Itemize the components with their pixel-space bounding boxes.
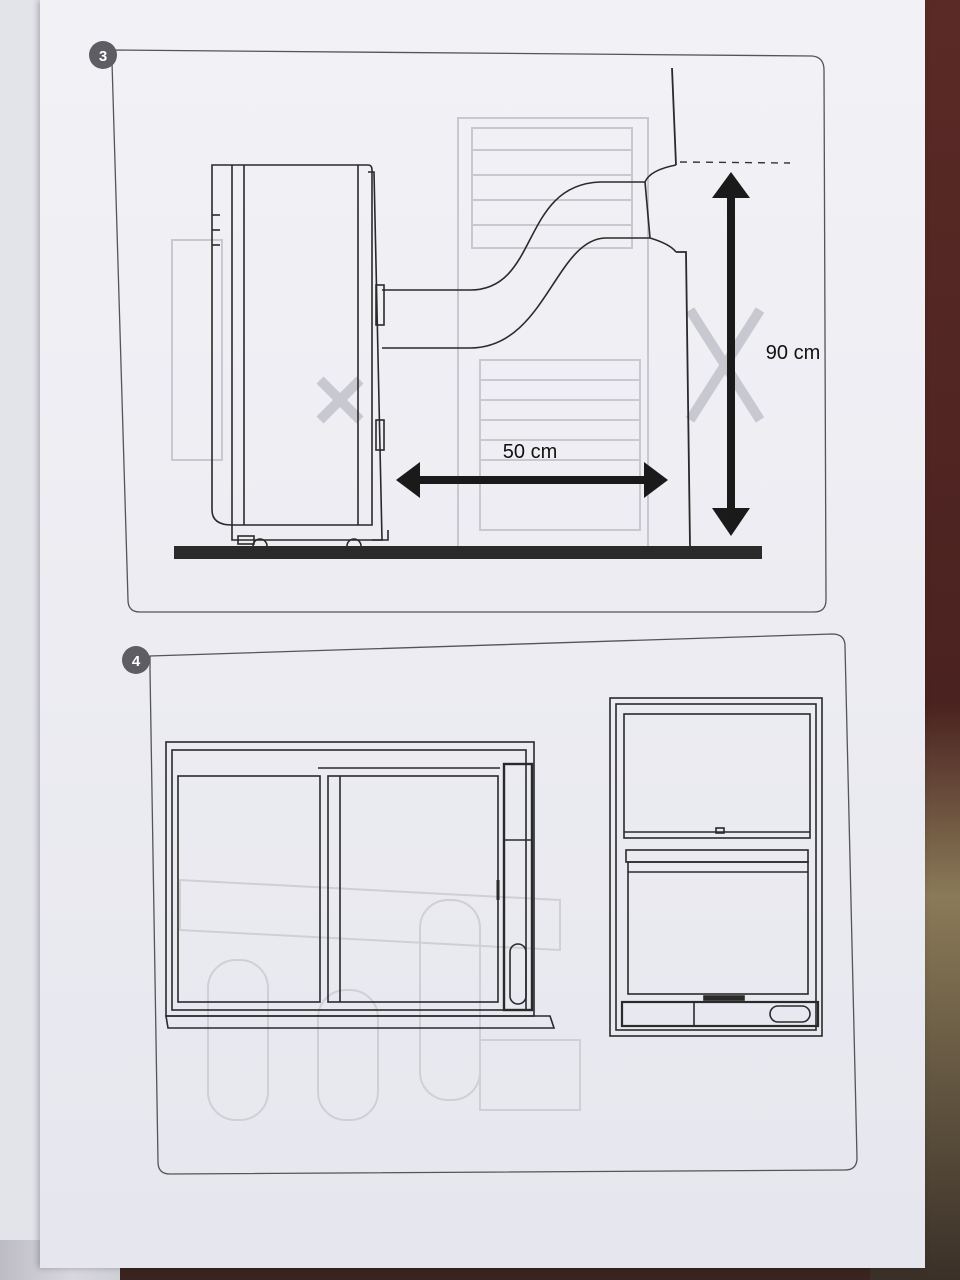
height-marker-dashed <box>679 161 791 164</box>
step-3-badge <box>89 41 117 69</box>
step-3-faded-window <box>171 117 765 549</box>
height-label-90cm: 90 cm <box>766 342 820 364</box>
floor-line <box>174 546 762 559</box>
step-4-badge <box>122 646 150 674</box>
height-arrow-90cm <box>712 172 750 536</box>
step-3-panel: 3 <box>89 41 827 613</box>
manual-page <box>40 0 925 1268</box>
step-4-number: 4 <box>132 653 141 670</box>
step-4-panel: 4 <box>122 633 858 1175</box>
exhaust-hose <box>382 164 677 349</box>
air-conditioner-unit <box>211 164 389 554</box>
distance-arrow-50cm <box>396 462 668 498</box>
step-3-frame <box>111 49 827 613</box>
step-3-number: 3 <box>99 48 107 65</box>
sliding-window-horizontal <box>165 741 556 1029</box>
sash-window-vertical <box>609 697 823 1037</box>
wall <box>671 67 691 547</box>
step-4-faded-background <box>179 878 581 1121</box>
step-4-frame <box>149 633 858 1175</box>
distance-label-50cm: 50 cm <box>503 441 557 463</box>
